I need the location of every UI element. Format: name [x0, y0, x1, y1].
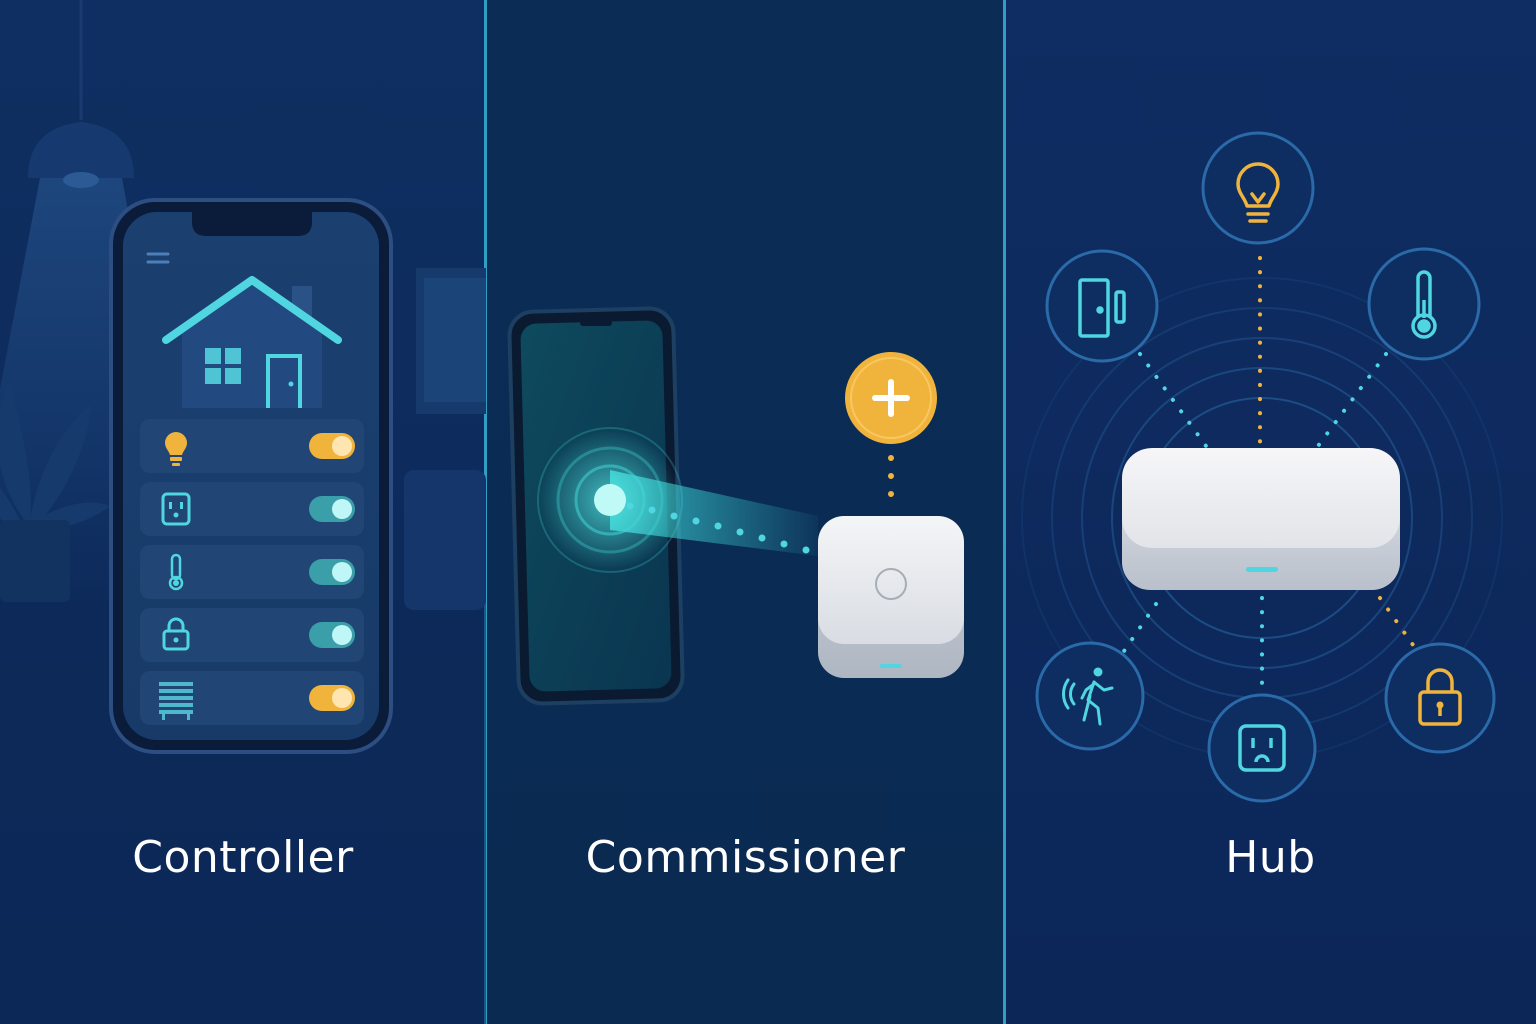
toggle-switch[interactable]	[309, 433, 355, 459]
pairing-dots	[626, 502, 810, 554]
hub-device	[1122, 448, 1400, 590]
lock-icon	[1418, 668, 1462, 726]
outlet-icon	[1238, 724, 1286, 772]
list-item[interactable]	[140, 482, 364, 536]
plant-icon	[0, 380, 110, 602]
list-item[interactable]	[140, 671, 364, 725]
add-device-button[interactable]	[845, 352, 937, 444]
commissioner-label: Commissioner	[585, 832, 906, 883]
lightbulb-icon	[165, 432, 187, 466]
sofa-icon	[404, 470, 486, 610]
hub-device-outlet[interactable]	[1207, 693, 1317, 803]
status-led	[1246, 567, 1278, 572]
thermometer-icon	[168, 553, 184, 591]
list-item[interactable]	[140, 419, 364, 473]
lightbulb-icon	[1236, 162, 1280, 223]
plus-icon	[872, 379, 910, 417]
commissioner-phone	[507, 306, 818, 706]
thermometer-icon	[1411, 270, 1437, 339]
hub-connection-lines	[1116, 256, 1420, 694]
add-connector-dots	[888, 455, 894, 497]
hub-label: Hub	[1225, 832, 1316, 883]
pendant-lamp-icon	[28, 122, 134, 178]
hub-device-thermometer[interactable]	[1367, 247, 1481, 361]
list-item[interactable]	[140, 545, 364, 599]
motion-sensor-icon	[1061, 667, 1114, 726]
list-item[interactable]	[140, 608, 364, 662]
status-led	[880, 664, 902, 668]
new-device	[818, 516, 964, 678]
hub-device-lock[interactable]	[1384, 642, 1496, 754]
hub-device-door-sensor[interactable]	[1045, 249, 1159, 363]
panel-divider-right	[1003, 0, 1006, 1024]
outlet-icon	[161, 492, 191, 526]
door-sensor-icon	[1078, 278, 1126, 338]
toggle-switch[interactable]	[309, 685, 355, 711]
device-button-icon	[875, 568, 907, 600]
menu-icon[interactable]	[146, 252, 170, 264]
hub-device-motion-sensor[interactable]	[1035, 641, 1145, 751]
nfc-signal-icon	[537, 427, 683, 573]
toggle-switch[interactable]	[309, 559, 355, 585]
toggle-switch[interactable]	[309, 622, 355, 648]
lock-icon	[162, 617, 190, 651]
home-icon	[162, 276, 342, 408]
toggle-switch[interactable]	[309, 496, 355, 522]
controller-label: Controller	[132, 832, 354, 883]
hub-device-lightbulb[interactable]	[1201, 131, 1315, 245]
blinds-icon	[159, 682, 193, 720]
controller-phone	[109, 198, 393, 754]
